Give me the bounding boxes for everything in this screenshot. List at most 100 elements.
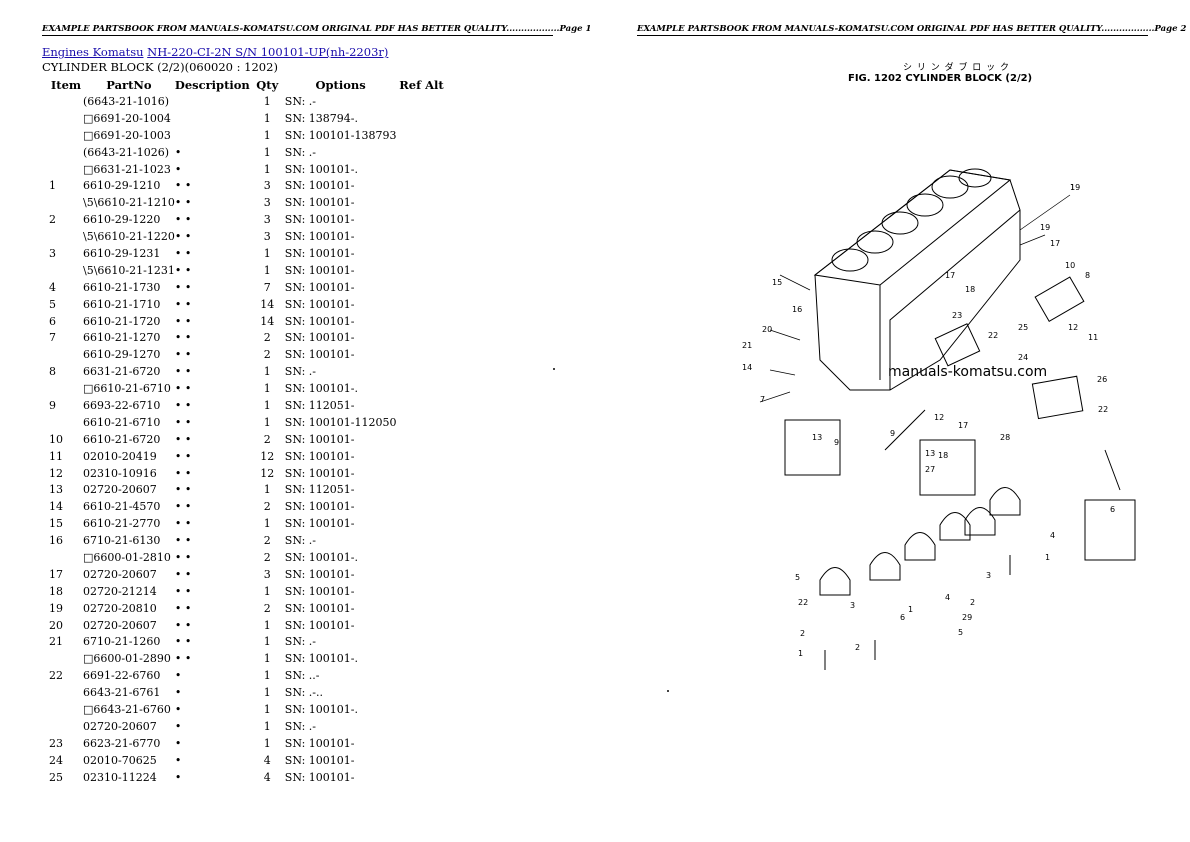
inset-box-27-29 bbox=[919, 439, 976, 496]
cell-partno: 6691-22-6760 bbox=[83, 669, 161, 683]
cell-item bbox=[42, 262, 83, 279]
cell-options: SN: 100101- bbox=[284, 736, 355, 750]
callout-label: 12 bbox=[934, 413, 944, 422]
cell-description: • • bbox=[174, 179, 192, 193]
cell-description bbox=[175, 93, 250, 110]
cell-item: 25 bbox=[49, 770, 63, 784]
cell-description: • • bbox=[174, 601, 192, 615]
cell-qty: 1 bbox=[263, 111, 271, 125]
cell-item: 9 bbox=[49, 398, 56, 412]
cell-description: • • bbox=[174, 567, 192, 581]
cell-partno: 6631-21-6720 bbox=[83, 365, 161, 379]
cell-description: • bbox=[174, 145, 182, 159]
cell-ref-alt bbox=[396, 532, 446, 549]
breadcrumb-link-engines[interactable]: Engines Komatsu bbox=[42, 45, 144, 59]
cell-qty: 1 bbox=[263, 415, 271, 429]
cell-partno: 6610-21-1710 bbox=[83, 297, 161, 311]
callout-label: 19 bbox=[1070, 183, 1080, 192]
cell-description: • • bbox=[174, 483, 192, 497]
cell-options: SN: 100101- bbox=[284, 230, 355, 244]
cell-partno: 6610-21-6720 bbox=[83, 432, 161, 446]
cell-description: • • bbox=[174, 584, 192, 598]
cell-partno: □6643-21-6760 bbox=[83, 703, 171, 716]
cell-description: • • bbox=[174, 415, 192, 429]
cell-item: 3 bbox=[49, 246, 56, 260]
cell-options: SN: .- bbox=[284, 534, 316, 548]
cell-description bbox=[175, 110, 250, 127]
cell-ref-alt bbox=[396, 194, 446, 211]
page-header-left: EXAMPLE PARTSBOOK FROM MANUALS-KOMATSU.C… bbox=[42, 24, 592, 36]
gasket-plate bbox=[1034, 276, 1085, 322]
cell-item: 10 bbox=[49, 432, 63, 446]
cell-partno: □6610-21-6710 bbox=[83, 382, 171, 396]
cell-partno: \5\6610-21-1220 bbox=[83, 230, 175, 244]
cell-item: 7 bbox=[49, 331, 56, 345]
callout-label: 1 bbox=[1045, 553, 1050, 562]
cell-item bbox=[42, 144, 83, 161]
cell-item: 22 bbox=[49, 669, 63, 683]
cell-qty: 1 bbox=[263, 128, 271, 142]
callout-label: 23 bbox=[952, 311, 962, 320]
cell-qty: 3 bbox=[263, 179, 271, 193]
cell-ref-alt bbox=[396, 600, 446, 617]
cell-item: 18 bbox=[49, 584, 63, 598]
cell-ref-alt bbox=[396, 177, 446, 194]
cell-description: • • bbox=[174, 263, 192, 277]
callout-label: 16 bbox=[792, 305, 802, 314]
cell-partno: 6693-22-6710 bbox=[83, 398, 161, 412]
callout-label: 9 bbox=[890, 429, 895, 438]
cell-ref-alt bbox=[396, 701, 446, 718]
cell-partno: 6610-29-1220 bbox=[83, 213, 161, 227]
cell-description: • • bbox=[174, 365, 192, 379]
cell-ref-alt bbox=[396, 346, 446, 363]
cell-options: SN: 100101- bbox=[284, 567, 355, 581]
cell-description: • bbox=[174, 703, 182, 716]
cell-item: 15 bbox=[49, 517, 63, 531]
cell-item: 1 bbox=[49, 179, 56, 193]
cell-options: SN: 112051- bbox=[284, 483, 355, 497]
cell-ref-alt bbox=[396, 245, 446, 262]
cell-ref-alt bbox=[396, 583, 446, 600]
cell-item bbox=[42, 684, 83, 701]
cell-description: • • bbox=[174, 500, 192, 514]
cell-qty: 1 bbox=[263, 483, 271, 497]
cell-ref-alt bbox=[396, 465, 446, 482]
callout-label: 6 bbox=[900, 613, 905, 622]
callout-label: 11 bbox=[1088, 333, 1098, 342]
callout-label: 2 bbox=[800, 629, 805, 638]
cell-item bbox=[42, 127, 83, 144]
cell-description: • • bbox=[174, 398, 192, 412]
callout-label: 4 bbox=[1050, 531, 1055, 540]
cell-ref-alt bbox=[396, 144, 446, 161]
cell-qty: 3 bbox=[263, 213, 271, 227]
cell-item: 24 bbox=[49, 753, 63, 767]
callout-label: 9 bbox=[834, 438, 839, 447]
cell-qty: 4 bbox=[263, 770, 271, 784]
cell-ref-alt bbox=[396, 515, 446, 532]
breadcrumb-link-model[interactable]: NH-220-CI-2N S/N 100101-UP(nh-2203r) bbox=[147, 45, 389, 59]
cell-options: SN: 100101-. bbox=[284, 550, 358, 564]
cell-item: 11 bbox=[49, 449, 63, 463]
cell-options: SN: 100101- bbox=[284, 770, 355, 784]
callout-label: 7 bbox=[760, 395, 765, 404]
stray-mark bbox=[667, 690, 669, 692]
cell-options: SN: .- bbox=[284, 635, 316, 649]
cell-options: SN: 100101-. bbox=[284, 382, 358, 396]
callout-label: 22 bbox=[988, 331, 998, 340]
cell-description: • • bbox=[174, 213, 192, 227]
column-header-description: Description bbox=[174, 77, 250, 92]
cell-partno: □6691-20-1003 bbox=[83, 128, 171, 142]
